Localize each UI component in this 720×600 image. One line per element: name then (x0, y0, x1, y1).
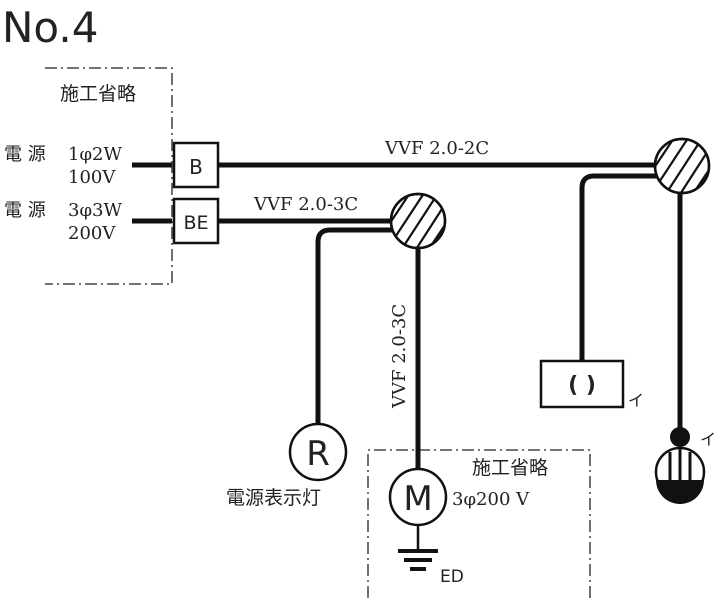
cable-top-label: VVF 2.0-2C (384, 138, 489, 159)
omission-box-right (367, 449, 591, 598)
diagram-title: No.4 (2, 3, 98, 52)
lamp-fixture-icon (654, 446, 706, 504)
source-2-name: 電 源 (4, 200, 46, 221)
indicator-lamp-label: 電源表示灯 (226, 487, 321, 509)
lamp-tag: イ (700, 430, 716, 449)
breaker-b-box (172, 141, 220, 189)
source-2-spec: 3φ3W (68, 200, 123, 221)
source-1-voltage: 100V (68, 167, 116, 188)
cable-mid-label: VVF 2.0-3C (253, 194, 358, 215)
breaker-b-label: B (189, 155, 203, 179)
switch-tag: イ (628, 391, 644, 410)
switch-symbol: ( ) (568, 373, 596, 398)
breaker-be-label: BE (183, 212, 208, 234)
motor-spec: 3φ200 V (452, 489, 530, 510)
indicator-lamp-symbol: R (306, 434, 330, 474)
source-2-voltage: 200V (68, 223, 116, 244)
ground-icon (398, 525, 438, 571)
omission-box-left (45, 67, 173, 285)
ground-label: ED (440, 567, 464, 587)
switch-point-dot (670, 427, 690, 447)
source-1-name: 電 源 (4, 144, 46, 165)
switch-box (539, 359, 625, 409)
indicator-lamp-circle (288, 422, 348, 482)
wire-box1-to-indicator (315, 227, 392, 424)
breaker-be-box (172, 197, 220, 245)
junction-box-2 (653, 137, 711, 195)
source-1-spec: 1φ2W (68, 144, 123, 165)
omission-label-right: 施工省略 (472, 457, 548, 479)
junction-box-1 (389, 192, 447, 250)
motor-symbol: M (403, 479, 432, 519)
omission-label-left: 施工省略 (60, 83, 136, 105)
cable-vertical-label: VVF 2.0-3C (389, 304, 410, 409)
wire-box2-to-switch (579, 173, 657, 360)
